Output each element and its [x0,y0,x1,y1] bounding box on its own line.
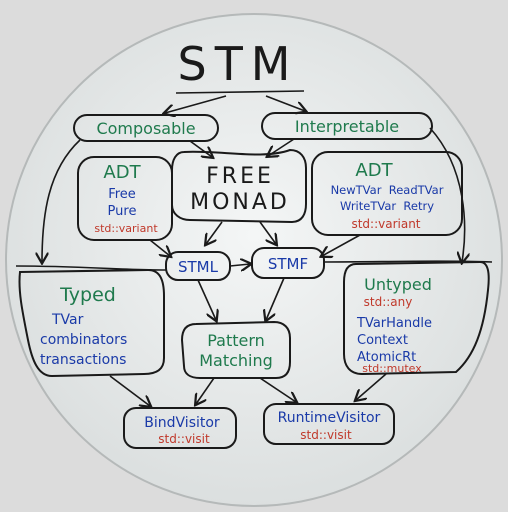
stml-label: STML [178,258,219,276]
runtime-visitor-label: RuntimeVisitor [278,410,381,426]
arrow-composable-free [189,140,212,157]
untyped-item-atomicrt: AtomicRt [357,350,416,365]
adt-right-title: ADT [355,160,393,181]
adt-left-note: std::variant [94,222,158,235]
untyped-item-context: Context [357,333,408,348]
typed-title: Typed [59,284,116,306]
untyped-note-mutex: std::mutex [362,362,422,375]
title-underline [175,90,305,94]
board-surface [5,13,503,507]
adt-left-box [77,156,173,241]
bind-visitor-label: BindVisitor [144,415,220,431]
arrow-pattern-runtime [259,377,296,402]
interpretable-box [261,112,433,140]
free-monad-line2: MONAD [190,190,290,215]
interpretable-label: Interpretable [295,117,399,136]
arrow-stmf-pattern [266,277,285,320]
adt-right-box [311,151,463,236]
typed-box [18,268,165,378]
untyped-title: Untyped [364,275,432,294]
arrow-adt-left-stml [149,239,170,256]
adt-right-note: std::variant [351,217,420,231]
bind-visitor-note: std::visit [158,432,210,446]
arrow-stml-pattern [197,279,216,320]
arrow-pattern-bind [196,377,215,404]
arrow-stml-stmf [229,264,250,266]
composable-label: Composable [96,119,195,138]
composable-box [73,114,219,142]
runtime-visitor-note: std::visit [300,428,352,442]
typed-item-combinators: combinators [40,332,127,348]
adt-left-item-pure: Pure [108,204,137,219]
typed-item-transactions: transactions [40,352,126,368]
pattern-line2: Matching [199,351,273,370]
adt-right-row2: WriteTVar Retry [340,199,434,213]
arrow-typed-bind [109,375,150,406]
typed-item-tvar: TVar [51,312,84,328]
arrow-free-stmf [259,221,276,244]
arrow-title-interpretable [265,95,305,111]
bind-visitor-box [123,407,237,449]
adt-left-title: ADT [103,162,141,183]
free-monad-line1: FREE [206,164,274,189]
runtime-visitor-box [263,403,395,445]
pattern-matching-box [180,320,291,379]
untyped-item-tvarhandle: TVarHandle [356,316,432,331]
pattern-line1: Pattern [207,331,265,350]
arrow-untyped-runtime [356,373,387,400]
adt-right-row1: NewTVar ReadTVar [331,183,444,197]
arrow-adt-right-stmf [322,234,361,256]
arrow-title-composable [165,95,227,113]
adt-left-item-free: Free [108,187,136,202]
untyped-box [343,260,490,376]
arrow-free-stml [206,221,223,244]
stmf-label: STMF [268,255,308,273]
arrow-composable-typed [42,139,81,262]
untyped-note-any: std::any [364,295,413,309]
diagram-title: STM [178,37,299,91]
